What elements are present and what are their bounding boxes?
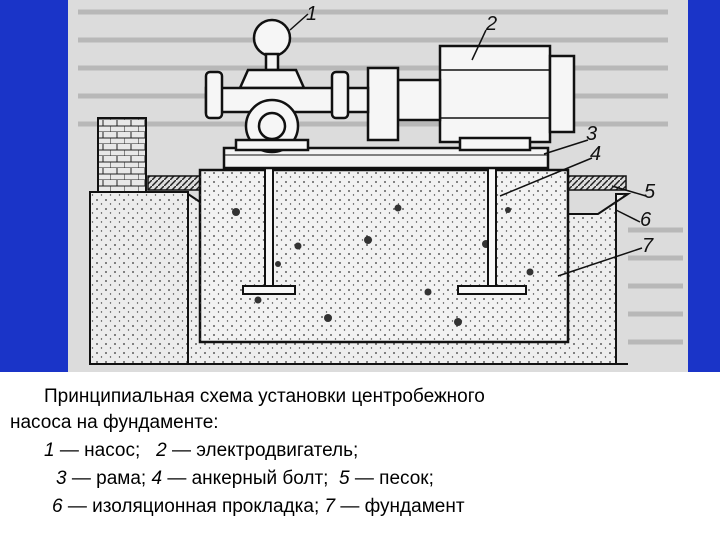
legend-number: 7 — [324, 496, 336, 517]
legend-text: — насос; — [54, 440, 141, 461]
legend-row-3: 6 — изоляционная прокладка; 7 — фундамен… — [52, 496, 465, 518]
callout-2: 2 — [485, 13, 497, 35]
callout-4: 4 — [590, 143, 601, 165]
leader-lines — [289, 13, 647, 277]
legend-text: — рама; — [66, 468, 147, 489]
foundation-block — [198, 168, 570, 344]
legend-text: — изоляционная прокладка; — [62, 496, 320, 517]
legend-number: 5 — [339, 468, 350, 489]
caption-title-line2: насоса на фундаменте: — [10, 412, 219, 433]
legend-row-2: 3 — рама; 4 — анкерный болт; 5 — песок; — [56, 468, 434, 490]
legend-text: — электродвигатель; — [166, 440, 359, 461]
legend-text: — фундамент — [335, 496, 465, 517]
drawing-svg: 1 2 3 4 5 6 7 — [78, 3, 683, 365]
callout-5: 5 — [644, 181, 656, 203]
legend-number: 1 — [44, 440, 55, 461]
legend-text: — песок; — [349, 468, 434, 489]
electric-motor — [366, 44, 576, 152]
caption-title-line1: Принципиальная схема установки центробеж… — [44, 386, 485, 407]
caption-panel: Принципиальная схема установки центробеж… — [0, 372, 720, 540]
base-frame — [222, 146, 550, 170]
callout-3: 3 — [586, 123, 597, 145]
legend-number: 4 — [151, 468, 163, 489]
centrifugal-pump — [204, 18, 370, 154]
legend-row-1: 1 — насос; 2 — электродвигатель; — [44, 440, 358, 462]
wall — [89, 117, 189, 365]
legend-number: 2 — [156, 440, 167, 461]
callout-6: 6 — [640, 209, 652, 231]
technical-drawing: 1 2 3 4 5 6 7 — [68, 0, 688, 372]
legend-number: 6 — [52, 496, 63, 517]
callout-1: 1 — [306, 3, 317, 25]
callout-7: 7 — [642, 235, 654, 257]
legend-number: 3 — [56, 468, 67, 489]
legend-text: — анкерный болт; — [162, 468, 329, 489]
